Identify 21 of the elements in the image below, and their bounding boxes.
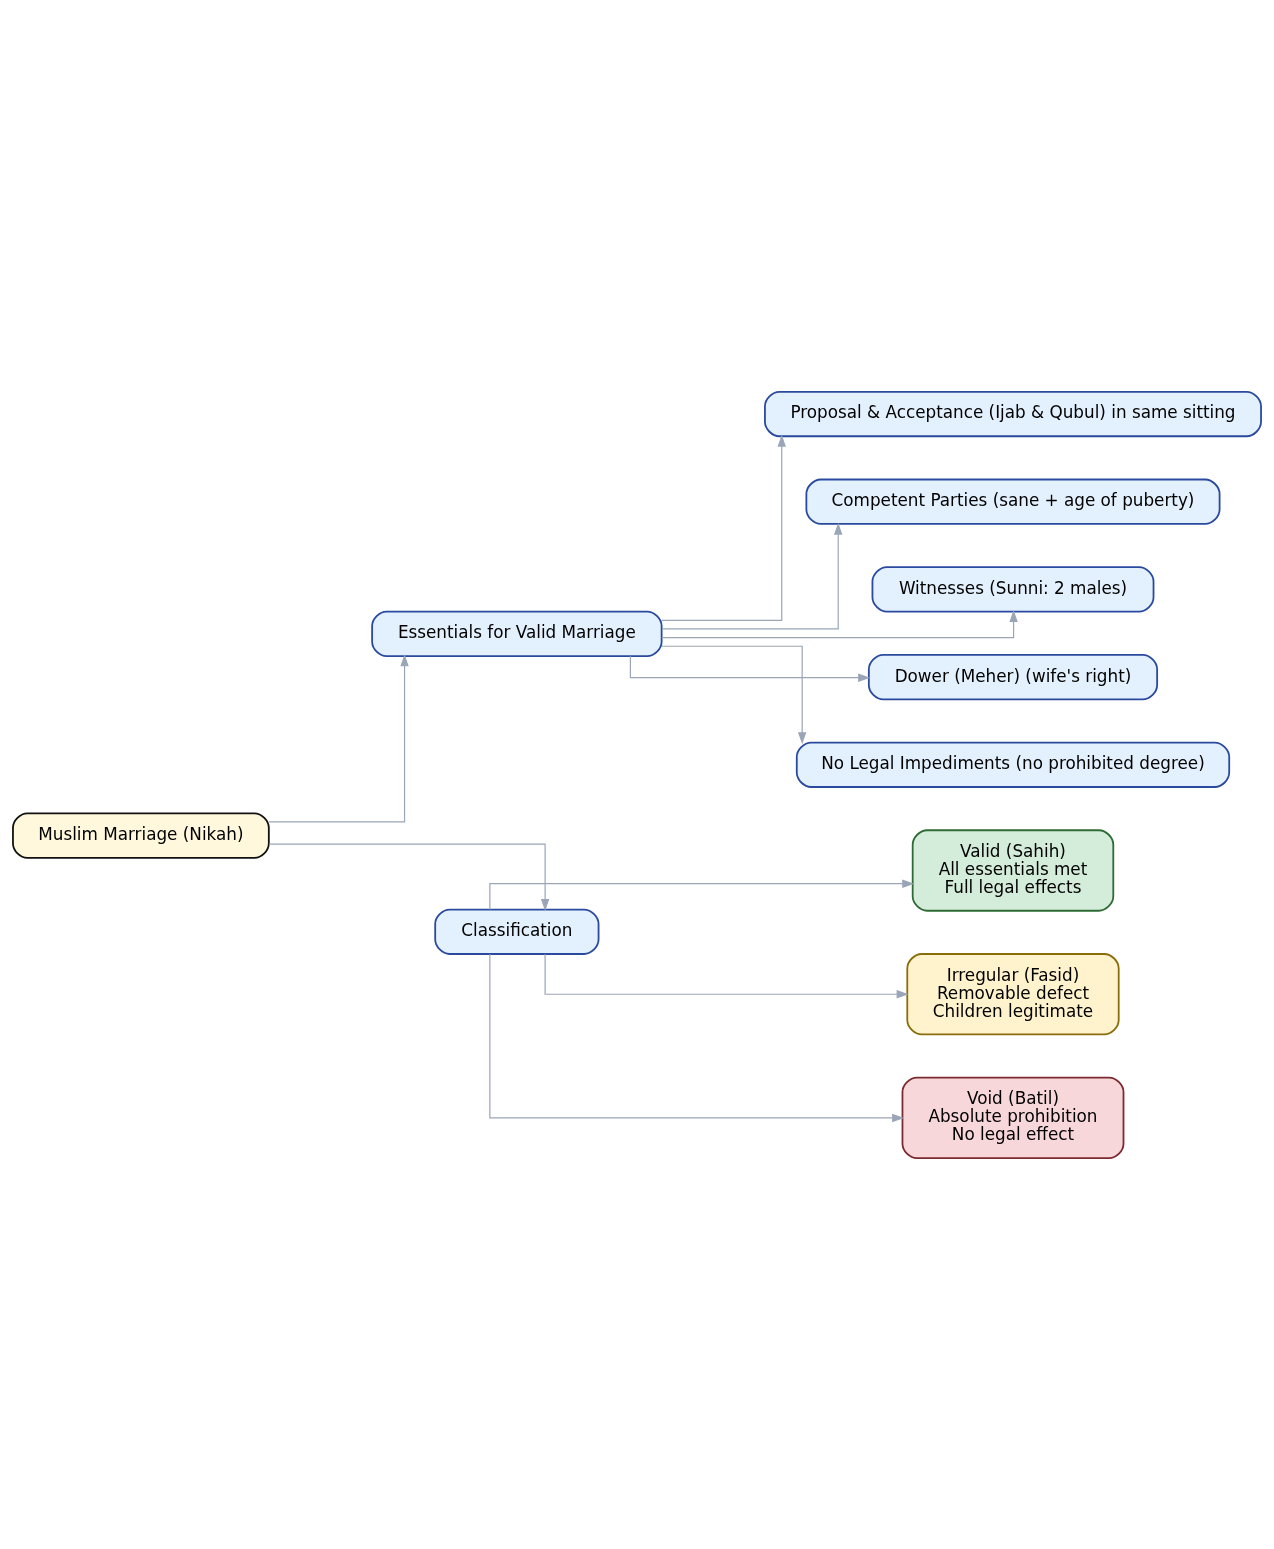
arrow [661, 434, 786, 621]
node-box: Classification [434, 908, 600, 955]
node-box: Proposal & Acceptance (Ijab & Qubul) in same sitting [764, 390, 1262, 437]
arrow [489, 879, 915, 910]
arrow [489, 953, 905, 1122]
arrow [629, 655, 871, 682]
node-box: Void (Batil) Absolute prohibition No legal effect [901, 1076, 1125, 1159]
arrow [268, 653, 409, 822]
node-box: Muslim Marriage (Nikah) [12, 812, 270, 859]
node-box: Dower (Meher) (wife's right) [867, 653, 1159, 700]
node-box: Valid (Sahih) All essentials met Full legal effects [911, 828, 1115, 912]
arrow [661, 609, 1018, 638]
node-box: Competent Parties (sane + age of puberty) [805, 478, 1221, 525]
node-box: Witnesses (Sunni: 2 males) [871, 565, 1155, 613]
arrow [544, 953, 909, 998]
node-box: No Legal Impediments (no prohibited degree) [795, 741, 1231, 788]
node-box: Essentials for Valid Marriage [371, 610, 663, 657]
arrow [661, 522, 843, 630]
node-box: Irregular (Fasid) Removable defect Children legitimate [906, 952, 1120, 1035]
arrow [268, 842, 550, 911]
arrow [661, 645, 807, 744]
